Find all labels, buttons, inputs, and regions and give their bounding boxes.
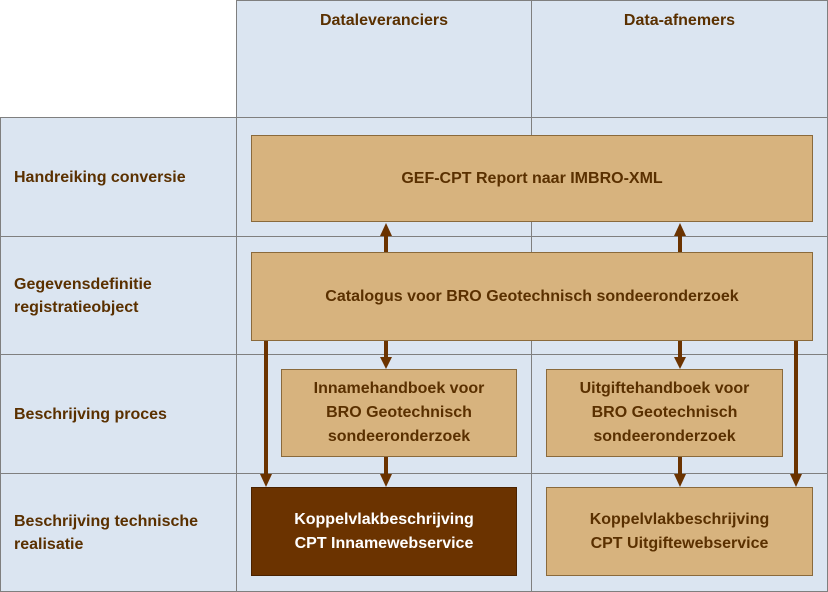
cell-header-consumers (531, 0, 828, 118)
box-gef-cpt-report: GEF-CPT Report naar IMBRO-XML (251, 135, 813, 222)
box-uitgiftehandboek: Uitgiftehandboek voor BRO Geotechnisch s… (546, 369, 783, 457)
row-label-conversion: Handreiking conversie (14, 168, 186, 186)
cell-header-suppliers (236, 0, 532, 118)
cell-row-definition-label (0, 236, 237, 355)
row-label-process: Beschrijving proces (14, 405, 167, 423)
box-innamehandboek: Innamehandboek voor BRO Geotechnisch son… (281, 369, 517, 457)
column-header-suppliers: Dataleveranciers (319, 12, 449, 29)
box-koppelvlak-inname: Koppelvlakbeschrijving CPT Innamewebserv… (251, 487, 517, 576)
column-header-consumers: Data-afnemers (623, 12, 736, 29)
row-label-definition: Gegevensdefinitie registratieobject (14, 275, 152, 316)
cell-row-process-label (0, 354, 237, 474)
row-label-technical: Beschrijving technische realisatie (14, 512, 199, 553)
box-catalogus: Catalogus voor BRO Geotechnisch sondeero… (251, 252, 813, 341)
box-koppelvlak-uitgifte: Koppelvlakbeschrijving CPT Uitgiftewebse… (546, 487, 813, 576)
cell-row-technical-label (0, 473, 237, 592)
